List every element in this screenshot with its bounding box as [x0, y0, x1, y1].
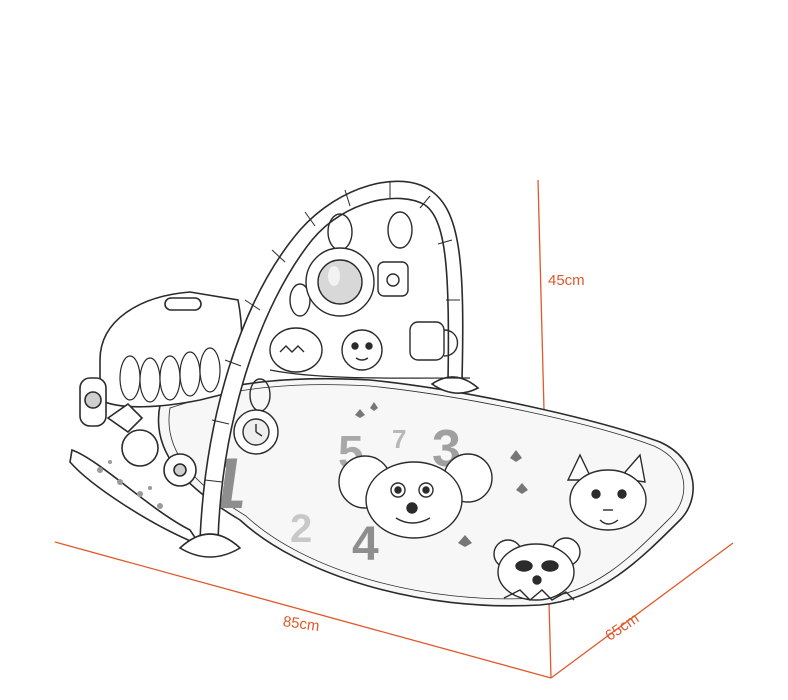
leaf-decorations: [355, 402, 528, 547]
cup-toy: [377, 261, 409, 297]
clock-toy: [233, 409, 279, 455]
flower-mirror-toy: [305, 247, 375, 317]
arch-back-band: [269, 369, 471, 379]
rattle-toy: [106, 402, 197, 487]
piano-handle: [164, 297, 202, 311]
mat-number-4: 4: [352, 518, 379, 571]
mat-number-2: 2: [290, 507, 312, 551]
piano-panel: [69, 291, 243, 547]
width-dimension-line: [550, 542, 734, 679]
monkey-toy: [341, 329, 383, 371]
mouse-drawing: [338, 453, 493, 539]
ring-toy: [327, 213, 353, 251]
height-dimension-label: 45cm: [548, 272, 585, 289]
arch-left-foot: [178, 533, 242, 558]
piano-keys: [119, 347, 221, 403]
mat-animals: [338, 402, 647, 601]
rabbit-drawing: [566, 453, 647, 531]
base-dots: [97, 460, 163, 509]
mat-inner-border: [168, 384, 685, 600]
raccoon-drawing: [493, 537, 581, 601]
arch-segments: [204, 182, 460, 483]
length-dimension-line: [54, 541, 552, 679]
mat-number-7: 7: [392, 424, 406, 454]
mouse-rattle-toy: [269, 327, 323, 373]
play-arch: [178, 180, 480, 558]
hanging-toys: [233, 211, 471, 455]
mug-toy: [409, 321, 459, 361]
